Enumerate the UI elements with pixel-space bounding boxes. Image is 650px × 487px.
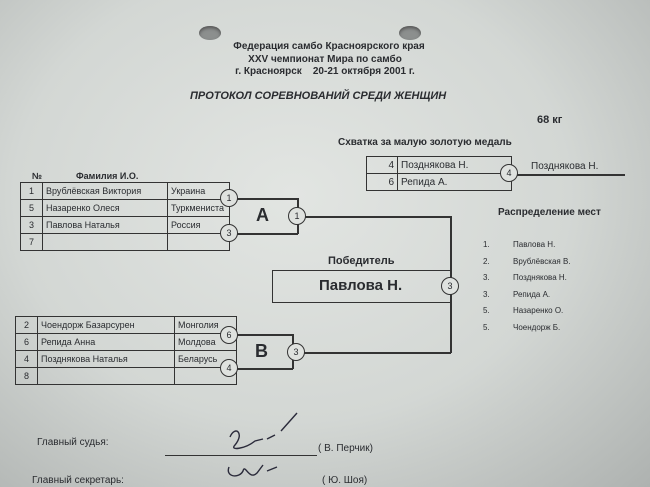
row-name: Репида Анна bbox=[37, 333, 175, 351]
row-num: 2 bbox=[15, 316, 38, 334]
row-name: Чоендорж Базарсурен bbox=[37, 316, 175, 334]
table-row: 7 bbox=[20, 233, 230, 251]
bronze-winner: Позднякова Н. bbox=[531, 161, 599, 172]
pool-a-circle: 3 bbox=[220, 224, 238, 242]
row-name: Позднякова Наталья bbox=[37, 350, 175, 368]
punch-hole bbox=[399, 26, 421, 40]
row-num: 6 bbox=[15, 333, 38, 351]
bracket-line bbox=[232, 233, 298, 235]
row-name bbox=[42, 233, 168, 251]
location-date: г. Красноярск 20-21 октября 2001 г. bbox=[235, 66, 415, 77]
pool-b-circle: 6 bbox=[220, 326, 238, 344]
row-num: 4 bbox=[15, 350, 38, 368]
punch-hole bbox=[199, 26, 221, 40]
pool-a-circle: 1 bbox=[220, 189, 238, 207]
bronze-title: Схватка за малую золотую медаль bbox=[338, 137, 512, 148]
winner-box: Павлова Н. bbox=[272, 270, 451, 303]
pool-b-label: B bbox=[255, 341, 268, 361]
place-number: 3. bbox=[483, 289, 490, 299]
place-name: Врублёвская В. bbox=[513, 256, 571, 266]
col-name: Фамилия И.О. bbox=[76, 171, 139, 181]
judge-label: Главный судья: bbox=[37, 437, 109, 448]
secretary-label: Главный секретарь: bbox=[32, 475, 124, 486]
place-name: Чоендорж Б. bbox=[513, 322, 561, 332]
weight-class: 68 кг bbox=[537, 114, 563, 126]
row-country bbox=[167, 233, 230, 251]
place-number: 5. bbox=[483, 306, 490, 315]
place-number: 3. bbox=[483, 273, 490, 282]
place-number: 2. bbox=[483, 256, 490, 266]
row-num: 6 bbox=[366, 173, 398, 191]
pool-b-circle: 4 bbox=[220, 359, 238, 377]
bronze-line bbox=[512, 174, 625, 176]
place-name: Позднякова Н. bbox=[513, 273, 567, 282]
bracket-line bbox=[300, 216, 451, 218]
handwritten-signatures bbox=[227, 412, 298, 477]
row-name: Назаренко Олеся bbox=[42, 199, 168, 217]
row-name: Врублёвская Виктория bbox=[42, 182, 168, 200]
table-row: 8 bbox=[15, 367, 237, 385]
row-name: Павлова Наталья bbox=[42, 216, 168, 234]
row-num: 5 bbox=[20, 199, 43, 217]
places-title: Распределение мест bbox=[498, 207, 601, 218]
row-num: 8 bbox=[15, 367, 38, 385]
col-num: № bbox=[32, 171, 43, 181]
winner-label: Победитель bbox=[328, 255, 395, 267]
bronze-circle: 4 bbox=[500, 164, 518, 182]
row-name: Позднякова Н. bbox=[397, 156, 512, 174]
bracket-line bbox=[232, 198, 298, 200]
secretary-name: ( Ю. Шоя) bbox=[322, 475, 368, 486]
place-name: Репида А. bbox=[513, 289, 551, 299]
row-num: 7 bbox=[20, 233, 43, 251]
row-num: 3 bbox=[20, 216, 43, 234]
bracket-line bbox=[237, 334, 293, 336]
championship-name: XXV чемпионат Мира по самбо bbox=[248, 54, 402, 65]
place-number: 5. bbox=[483, 322, 490, 332]
pool-a-winner-circle: 1 bbox=[288, 207, 306, 225]
page-title: ПРОТОКОЛ СОРЕВНОВАНИЙ СРЕДИ ЖЕНЩИН bbox=[190, 90, 447, 102]
row-num: 1 bbox=[20, 182, 43, 200]
final-circle: 3 bbox=[441, 277, 459, 295]
place-name: Назаренко О. bbox=[513, 306, 564, 315]
row-num: 4 bbox=[366, 156, 398, 174]
judge-name: ( В. Перчик) bbox=[318, 443, 373, 454]
bracket-line bbox=[237, 368, 293, 370]
pool-a-label: A bbox=[256, 205, 269, 225]
bracket-line bbox=[296, 352, 451, 354]
signature-line bbox=[165, 455, 317, 456]
row-name: Репида А. bbox=[397, 173, 512, 191]
federation-name: Федерация самбо Красноярского края bbox=[233, 41, 425, 52]
place-number: 1. bbox=[483, 240, 490, 249]
row-name bbox=[37, 367, 175, 385]
place-name: Павлова Н. bbox=[513, 240, 556, 249]
pool-b-winner-circle: 3 bbox=[287, 343, 305, 361]
